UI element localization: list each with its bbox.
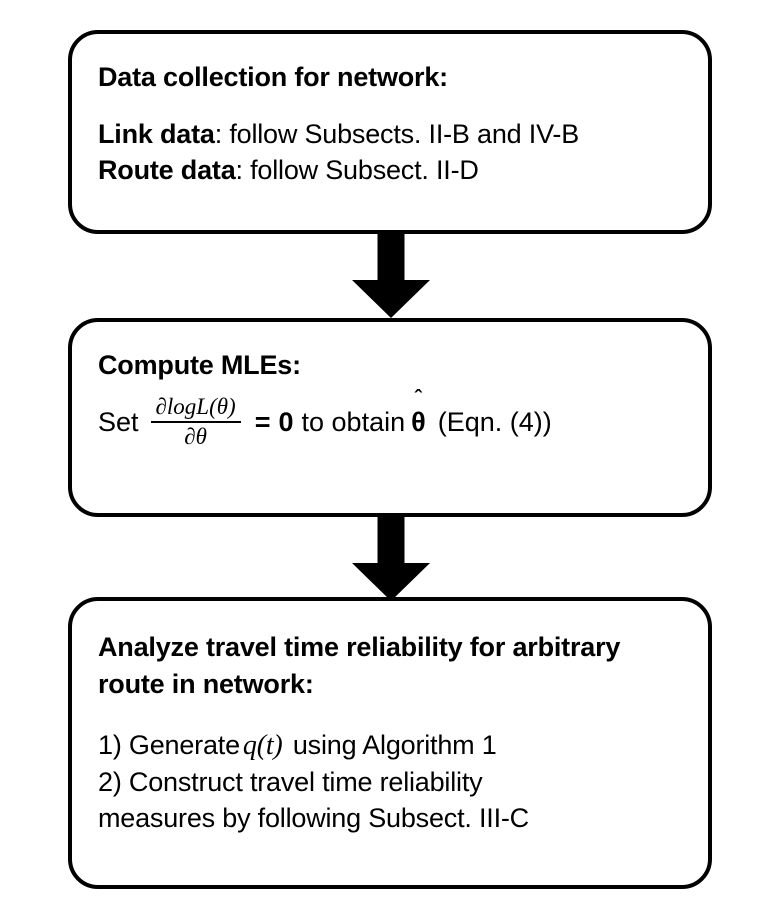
node-data-collection-content: Data collection for network: Link data: … bbox=[72, 34, 708, 188]
node-data-collection: Data collection for network: Link data: … bbox=[68, 30, 712, 234]
equation-denominator: ∂θ bbox=[184, 424, 207, 449]
route-data-label: Route data bbox=[98, 155, 236, 185]
equation-fraction: ∂logL(θ) ∂θ bbox=[150, 394, 241, 450]
node-analyze-reliability-title: Analyze travel time reliability for arbi… bbox=[98, 632, 621, 699]
link-data-label: Link data bbox=[98, 119, 215, 149]
analyze-step-2-line-1: 2) Construct travel time reliability bbox=[98, 764, 682, 800]
route-data-text: : follow Subsect. II-D bbox=[235, 155, 479, 185]
connector-arrow-down-1 bbox=[351, 234, 431, 318]
equation-lead: Set bbox=[98, 407, 139, 437]
node-compute-mles-title: Compute MLEs: bbox=[98, 350, 301, 380]
node-data-collection-line-route: Route data: follow Subsect. II-D bbox=[98, 152, 682, 188]
node-data-collection-title: Data collection for network: bbox=[98, 62, 448, 92]
down-arrow-icon bbox=[352, 517, 430, 601]
step-1-before-math: Generate bbox=[128, 730, 240, 760]
equation-relation: = bbox=[254, 407, 271, 437]
step-2-number: 2) bbox=[98, 767, 122, 797]
step-1-number: 1) bbox=[98, 730, 122, 760]
equation-reference: (Eqn. (4)) bbox=[437, 407, 552, 437]
connector-arrow-down-2 bbox=[351, 517, 431, 601]
mle-equation: Set ∂logL(θ) ∂θ = 0 to obtain ̂θ (Eqn. (… bbox=[98, 394, 682, 450]
step-1-math: q(t) bbox=[242, 730, 283, 761]
down-arrow-icon bbox=[352, 234, 430, 318]
estimator-symbol: θ bbox=[411, 407, 426, 437]
analyze-step-2-line-2: measures by following Subsect. III-C bbox=[98, 800, 682, 836]
equation-estimator: ̂θ bbox=[411, 407, 426, 437]
link-data-text: : follow Subsects. II-B and IV-B bbox=[214, 119, 580, 149]
step-2-text-line-1: Construct travel time reliability bbox=[128, 767, 483, 797]
step-1-after-math: using Algorithm 1 bbox=[292, 730, 497, 760]
node-data-collection-line-link: Link data: follow Subsects. II-B and IV-… bbox=[98, 116, 682, 152]
node-compute-mles-content: Compute MLEs: Set ∂logL(θ) ∂θ = 0 to obt… bbox=[72, 322, 708, 450]
equation-tail: to obtain bbox=[301, 407, 406, 437]
node-analyze-reliability: Analyze travel time reliability for arbi… bbox=[68, 597, 712, 889]
node-compute-mles: Compute MLEs: Set ∂logL(θ) ∂θ = 0 to obt… bbox=[68, 318, 712, 517]
node-analyze-reliability-content: Analyze travel time reliability for arbi… bbox=[72, 601, 708, 836]
equation-numerator: ∂logL(θ) bbox=[150, 394, 241, 423]
step-2-text-line-2: measures by following Subsect. III-C bbox=[98, 803, 529, 833]
equation-rhs: 0 bbox=[278, 407, 294, 437]
